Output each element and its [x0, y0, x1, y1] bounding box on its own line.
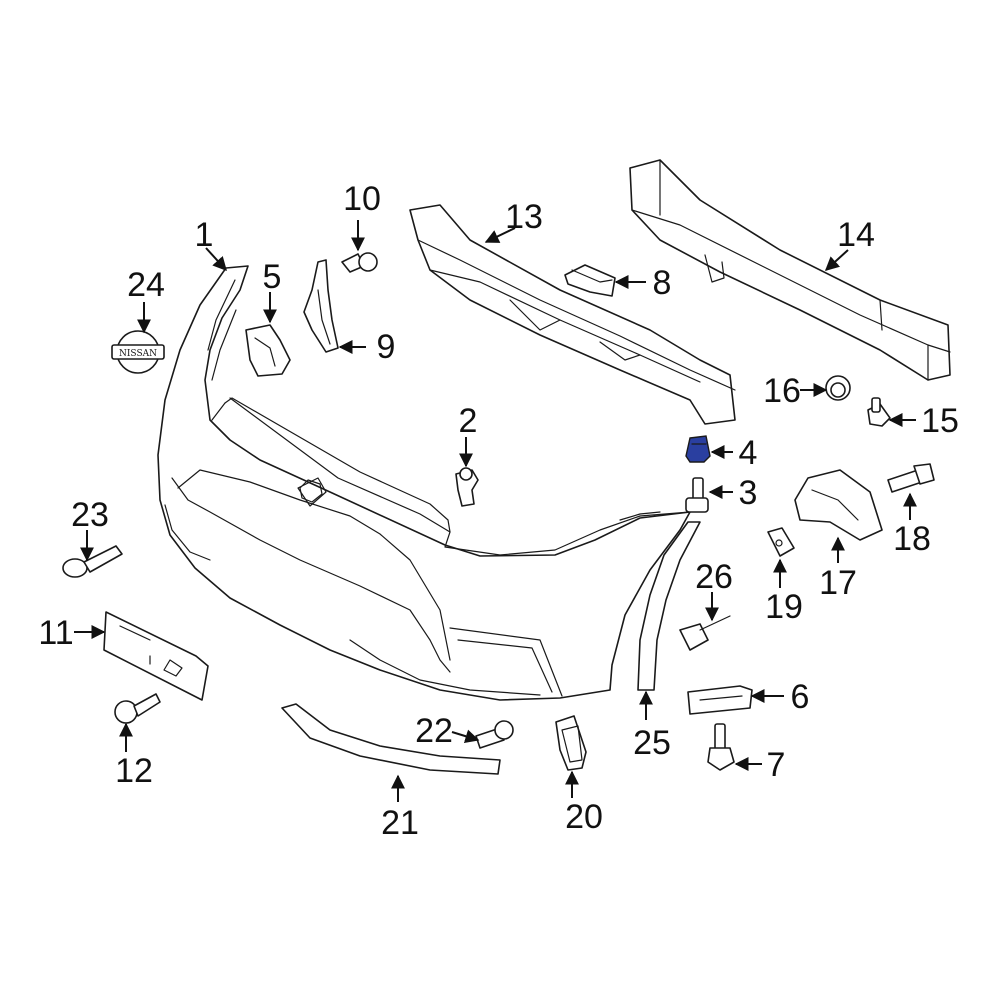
callout-3: 3 [739, 474, 758, 512]
tow-hook-23 [62, 545, 123, 578]
bumper-reinforcement [409, 204, 736, 425]
callout-25: 25 [633, 724, 671, 762]
callout-20: 20 [565, 798, 603, 836]
callout-2: 2 [459, 402, 478, 440]
callout-22: 22 [415, 712, 453, 750]
grille-insert-20 [555, 715, 587, 771]
callout-11: 11 [38, 614, 73, 652]
callout-6: 6 [791, 678, 810, 716]
callout-13: 13 [505, 198, 543, 236]
bracket-6 [687, 685, 753, 715]
callout-26: 26 [695, 558, 733, 596]
bracket-9 [303, 259, 339, 353]
clip-2 [455, 467, 479, 507]
bolt-22 [475, 720, 514, 749]
bracket-8 [564, 264, 616, 297]
callout-14: 14 [837, 216, 875, 254]
rivet-26 [679, 615, 731, 651]
callout-8: 8 [653, 264, 672, 302]
callout-labels: 1 2 3 4 5 6 7 8 9 10 11 12 13 14 15 16 1… [38, 180, 959, 842]
bumper-cover [157, 265, 691, 701]
callout-9: 9 [377, 328, 396, 366]
callout-1: 1 [195, 216, 214, 254]
callout-18: 18 [893, 520, 931, 558]
callout-15: 15 [921, 402, 959, 440]
callout-24: 24 [127, 266, 165, 304]
license-bracket-11 [103, 611, 209, 701]
emblem-text: NISSAN [119, 349, 157, 359]
nut-16 [825, 375, 851, 401]
callout-4: 4 [739, 434, 758, 472]
bolt-3 [685, 477, 709, 513]
callout-7: 7 [767, 746, 786, 784]
clip-nut-4-highlighted [685, 435, 711, 463]
push-pin-10 [341, 252, 378, 273]
molding-strip-25 [637, 521, 701, 691]
impact-absorber [629, 159, 951, 381]
bracket-5 [245, 324, 291, 377]
callout-5: 5 [263, 258, 282, 296]
bolt-7 [707, 723, 735, 771]
bracket-17 [794, 469, 883, 541]
bolt-18 [887, 463, 935, 493]
leader-lines [74, 220, 917, 802]
nissan-emblem: NISSAN [111, 330, 165, 374]
bolt-15 [867, 397, 891, 427]
callout-16: 16 [763, 372, 801, 410]
lip-trim-21 [281, 703, 501, 775]
callout-19: 19 [765, 588, 803, 626]
callout-17: 17 [819, 564, 857, 602]
screw-12 [114, 693, 161, 724]
clip-19 [767, 527, 795, 557]
callout-21: 21 [381, 804, 419, 842]
callout-10: 10 [343, 180, 381, 218]
callout-12: 12 [115, 752, 153, 790]
callout-23: 23 [71, 496, 109, 534]
